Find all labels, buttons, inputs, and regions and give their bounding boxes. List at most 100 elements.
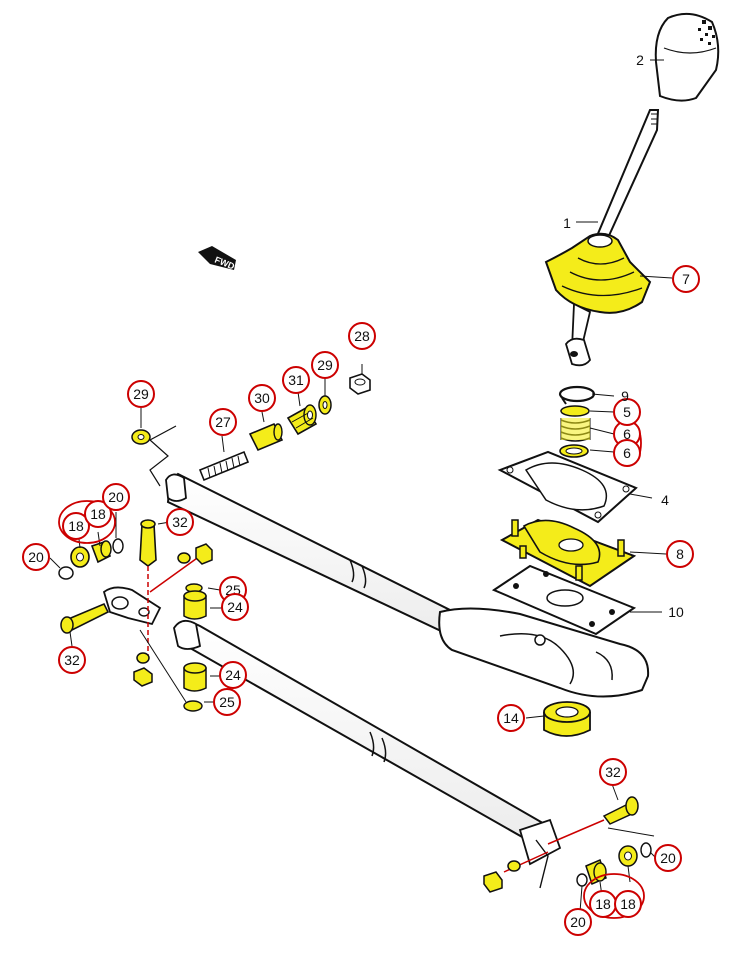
seat-spring-stack — [559, 405, 591, 458]
spacer-sleeve — [248, 422, 284, 452]
callout-32: 32 — [58, 646, 86, 674]
callout-number: 32 — [605, 764, 621, 780]
callout-32: 32 — [599, 758, 627, 786]
lower-right-hardware — [483, 796, 655, 893]
washer-left — [131, 429, 151, 445]
callout-28: 28 — [348, 322, 376, 350]
callout-number: 6 — [623, 445, 631, 461]
callout-number: 31 — [288, 372, 304, 388]
pivot-break-line — [139, 629, 187, 703]
assembly-axis-red-2 — [149, 555, 201, 593]
stud-bolt — [198, 450, 250, 482]
callout-circle — [102, 483, 130, 511]
rod-break-line — [148, 425, 177, 487]
callout-circle — [613, 398, 641, 426]
callout-29: 29 — [127, 380, 155, 408]
callout-circle — [84, 500, 112, 528]
callout-number: 5 — [623, 404, 631, 420]
callout-circle — [213, 688, 241, 716]
callout-number: 24 — [225, 667, 241, 683]
callout-18: 18 — [614, 890, 642, 918]
callout-circle — [348, 322, 376, 350]
ribbed-bushing — [286, 404, 318, 436]
callout-27: 27 — [209, 408, 237, 436]
callout-number: 20 — [28, 549, 44, 565]
callout-circle — [599, 758, 627, 786]
callout-32: 32 — [166, 508, 194, 536]
callout-circle — [209, 408, 237, 436]
callout-circle — [614, 890, 642, 918]
callout-24: 24 — [221, 593, 249, 621]
callout-circle — [666, 540, 694, 568]
shift-lever — [595, 109, 660, 242]
part-number-2: 2 — [636, 52, 644, 68]
callout-number: 18 — [620, 896, 636, 912]
washer-right-upper — [177, 552, 191, 564]
callout-number: 18 — [68, 518, 84, 534]
callout-circle — [219, 661, 247, 689]
callout-14: 14 — [497, 704, 525, 732]
callout-number: 8 — [676, 546, 684, 562]
callout-24: 24 — [219, 661, 247, 689]
callout-8: 8 — [666, 540, 694, 568]
callout-number: 27 — [215, 414, 231, 430]
callout-number: 25 — [219, 694, 235, 710]
callout-18: 18 — [84, 500, 112, 528]
callout-circle — [58, 646, 86, 674]
pivot-bolt-left — [60, 602, 110, 634]
bracket-seat — [499, 518, 637, 588]
callout-circle — [22, 543, 50, 571]
callout-circle — [613, 439, 641, 467]
callout-circle — [127, 380, 155, 408]
callout-circle — [564, 908, 592, 936]
callout-18: 18 — [589, 890, 617, 918]
callout-number: 32 — [64, 652, 80, 668]
callout-31: 31 — [282, 366, 310, 394]
callout-number: 30 — [254, 390, 270, 406]
shift-knob — [654, 12, 720, 102]
callout-20: 20 — [564, 908, 592, 936]
callout-circle — [282, 366, 310, 394]
callout-circle — [311, 351, 339, 379]
forward-direction-marker: FWD — [198, 246, 236, 272]
callout-circle — [672, 265, 700, 293]
pivot-lever — [102, 586, 162, 626]
callout-number: 6 — [623, 426, 631, 442]
callout-number: 18 — [595, 896, 611, 912]
pivot-bolt-vertical — [139, 519, 157, 567]
callout-5: 5 — [613, 398, 641, 426]
nut-right-upper — [195, 543, 213, 565]
callout-circle — [221, 593, 249, 621]
callout-number: 20 — [108, 489, 124, 505]
base-plate — [491, 564, 637, 636]
callout-30: 30 — [248, 384, 276, 412]
shifter-housing — [438, 607, 650, 698]
washer-upper — [318, 395, 332, 415]
nut-upper — [349, 373, 371, 395]
leader-lines — [49, 59, 673, 913]
bushing-left-pair — [70, 540, 112, 568]
callout-number: 20 — [570, 914, 586, 930]
callout-20: 20 — [654, 844, 682, 872]
lower-select-rod — [173, 619, 562, 889]
callout-number: 28 — [354, 328, 370, 344]
bushing-24-lower — [183, 662, 207, 712]
callout-circle — [248, 384, 276, 412]
part-number-9: 9 — [621, 388, 629, 404]
callout-20: 20 — [102, 483, 130, 511]
callout-circle — [62, 512, 90, 540]
part-number-4: 4 — [661, 492, 669, 508]
callout-25: 25 — [213, 688, 241, 716]
callout-number: 32 — [172, 514, 188, 530]
callout-20: 20 — [22, 543, 50, 571]
callout-number: 29 — [133, 386, 149, 402]
callout-number: 18 — [90, 506, 106, 522]
callout-7: 7 — [672, 265, 700, 293]
part-number-10: 10 — [668, 604, 684, 620]
callout-circle — [497, 704, 525, 732]
callout-6: 6 — [613, 439, 641, 467]
callout-number: 24 — [227, 599, 243, 615]
retaining-ring — [558, 385, 596, 405]
